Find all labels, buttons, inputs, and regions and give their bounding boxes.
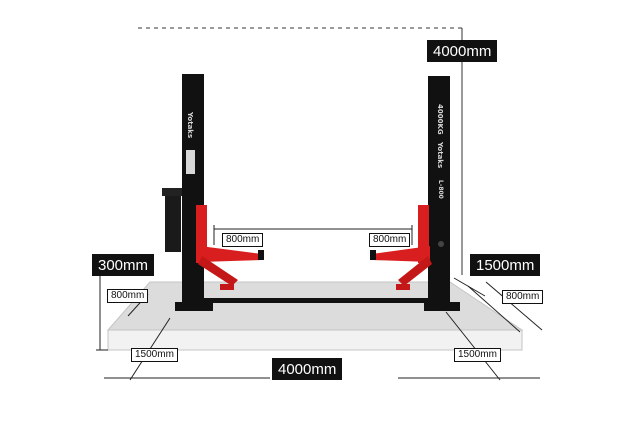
floor-cross-plate bbox=[196, 298, 446, 303]
left-post bbox=[182, 74, 204, 308]
right-post-model: L-800 bbox=[437, 180, 444, 199]
right-side-leader-2 bbox=[467, 285, 521, 333]
right-post-brand: Yotaks bbox=[436, 142, 444, 169]
left-carriage bbox=[196, 205, 207, 263]
right-arm-tip bbox=[370, 250, 376, 260]
right-rear-arm bbox=[398, 256, 432, 286]
depth-label: 1500mm bbox=[470, 254, 541, 276]
right-arm-pad bbox=[396, 284, 410, 290]
left-arm-pad bbox=[220, 284, 234, 290]
right-post-foot bbox=[424, 302, 460, 311]
warning-label bbox=[186, 150, 195, 174]
right-depth-leader bbox=[453, 277, 486, 297]
right-post-bolt bbox=[438, 241, 444, 247]
left-base-label: 1500mm bbox=[131, 348, 178, 362]
right-carriage bbox=[418, 205, 429, 263]
left-front-arm bbox=[200, 246, 262, 262]
lift-height-label: 300mm bbox=[92, 254, 155, 276]
right-base-leader bbox=[445, 311, 501, 381]
motor-unit bbox=[165, 190, 181, 252]
right-side-leader-1 bbox=[485, 281, 543, 331]
right-post bbox=[428, 76, 450, 308]
total-height-label: 4000mm bbox=[427, 40, 498, 62]
floor-slab-front bbox=[107, 329, 523, 351]
right-post-capacity: 4000KG bbox=[436, 104, 444, 135]
right-front-arm bbox=[372, 246, 430, 262]
left-rear-arm bbox=[198, 256, 238, 286]
right-side-label: 800mm bbox=[502, 290, 544, 304]
total-width-label: 4000mm bbox=[272, 358, 343, 380]
left-arm-label: 800mm bbox=[222, 233, 264, 247]
left-side-label: 800mm bbox=[107, 289, 149, 303]
left-post-foot bbox=[175, 302, 213, 311]
right-base-label: 1500mm bbox=[454, 348, 501, 362]
right-arm-label: 800mm bbox=[369, 233, 411, 247]
motor-cap bbox=[162, 188, 182, 196]
left-post-brand: Yotaks bbox=[186, 112, 194, 139]
left-arm-tip bbox=[258, 250, 264, 260]
